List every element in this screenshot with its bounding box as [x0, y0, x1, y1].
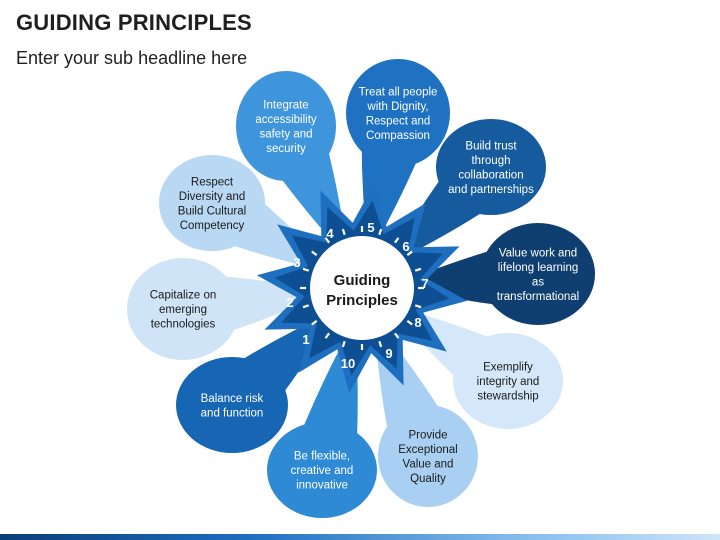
principle-number-10: 10	[341, 356, 355, 371]
principle-number-4: 4	[326, 226, 334, 241]
principle-text-line: Build trust	[465, 140, 517, 152]
principle-number-2: 2	[286, 295, 293, 310]
principle-text-line: Exceptional	[398, 444, 457, 456]
principle-text-line: with Dignity,	[366, 101, 428, 113]
principle-petal-5	[385, 119, 546, 267]
principle-text-line: Diversity and	[179, 191, 245, 203]
principle-text-line: Value work and	[499, 247, 577, 259]
principle-text-line: transformational	[497, 291, 579, 303]
principle-number-5: 5	[367, 220, 374, 235]
center-tick	[302, 304, 310, 309]
principle-number-1: 1	[302, 332, 309, 347]
principle-text-line: Competency	[180, 220, 245, 232]
center-tick	[394, 237, 400, 244]
principle-text-line: safety and	[259, 128, 312, 140]
page-subtitle: Enter your sub headline here	[16, 48, 248, 68]
center-tick	[378, 340, 383, 348]
principle-text-line: through	[471, 155, 510, 167]
principle-text-line: Provide	[409, 429, 448, 441]
center-tick	[414, 304, 422, 309]
bottom-accent-bar	[0, 534, 720, 540]
principle-text-line: and partnerships	[448, 184, 534, 196]
principle-text-line: technologies	[151, 319, 216, 331]
principle-text-line: accessibility	[255, 114, 317, 126]
principle-text-line: Quality	[410, 473, 446, 485]
principle-text-line: integrity and	[477, 376, 540, 388]
principle-text-line: Be flexible,	[294, 451, 350, 463]
page-title: GUIDING PRINCIPLES	[16, 10, 252, 35]
center-tick	[324, 332, 330, 339]
center-tick	[311, 250, 318, 256]
principle-text-line: creative and	[291, 465, 354, 477]
principle-number-9: 9	[385, 346, 392, 361]
principle-text-line: and function	[201, 407, 264, 419]
principle-text-7: Exemplify integrity and stewardship	[477, 362, 540, 403]
principle-text-line: lifelong learning	[498, 262, 579, 274]
petal-tail	[385, 142, 514, 267]
center-tick	[378, 228, 383, 236]
center-tick	[406, 250, 413, 256]
center-tick	[311, 320, 318, 326]
principle-text-line: emerging	[159, 304, 207, 316]
principle-text-line: Integrate	[263, 99, 308, 111]
principle-text-line: Compassion	[366, 130, 430, 142]
principle-text-line: Build Cultural	[178, 205, 246, 217]
center-tick	[341, 340, 346, 348]
center-tick	[394, 332, 400, 339]
center-title-line2: Principles	[326, 292, 398, 309]
principle-text-line: Value and	[403, 458, 454, 470]
principle-text-10: Balance risk and function	[201, 393, 264, 420]
principle-text-6: Value work and lifelong learning as transfo…	[497, 247, 579, 303]
petal-labels-group: Capitalize on emerging technologies Respect…	[150, 86, 579, 491]
petal-tail	[209, 309, 339, 430]
principle-text-line: Exemplify	[483, 362, 533, 374]
principle-number-7: 7	[421, 276, 428, 291]
principle-text-line: stewardship	[477, 391, 538, 403]
principle-text-line: Respect and	[366, 115, 431, 127]
principle-text-5: Build trust through collaboration and partn…	[448, 140, 534, 196]
principle-text-line: Respect	[191, 176, 234, 188]
principle-text-3: Integrate accessibility safety and security	[255, 99, 317, 155]
center-tick	[324, 237, 330, 244]
center-tick	[341, 228, 346, 236]
center-circle	[310, 236, 414, 340]
center-title-line1: Guiding	[334, 272, 391, 289]
principle-text-9: Be flexible, creative and innovative	[291, 451, 354, 492]
principle-number-6: 6	[402, 239, 409, 254]
principle-text-4: Treat all people with Dignity, Respect and…	[359, 86, 438, 142]
center-tick	[302, 267, 310, 272]
principle-text-1: Capitalize on emerging technologies	[150, 290, 216, 331]
principle-text-line: collaboration	[458, 169, 523, 181]
principle-number-3: 3	[293, 255, 300, 270]
principle-text-line: innovative	[296, 480, 348, 492]
principle-number-8: 8	[414, 315, 421, 330]
principle-petal-10	[176, 309, 339, 453]
principle-text-line: Balance risk	[201, 393, 264, 405]
principle-text-line: security	[266, 143, 306, 155]
principle-text-line: as	[532, 276, 544, 288]
center-tick	[406, 320, 413, 326]
center-tick	[414, 267, 422, 272]
principle-text-line: Treat all people	[359, 86, 438, 98]
principle-text-line: Capitalize on	[150, 290, 216, 302]
